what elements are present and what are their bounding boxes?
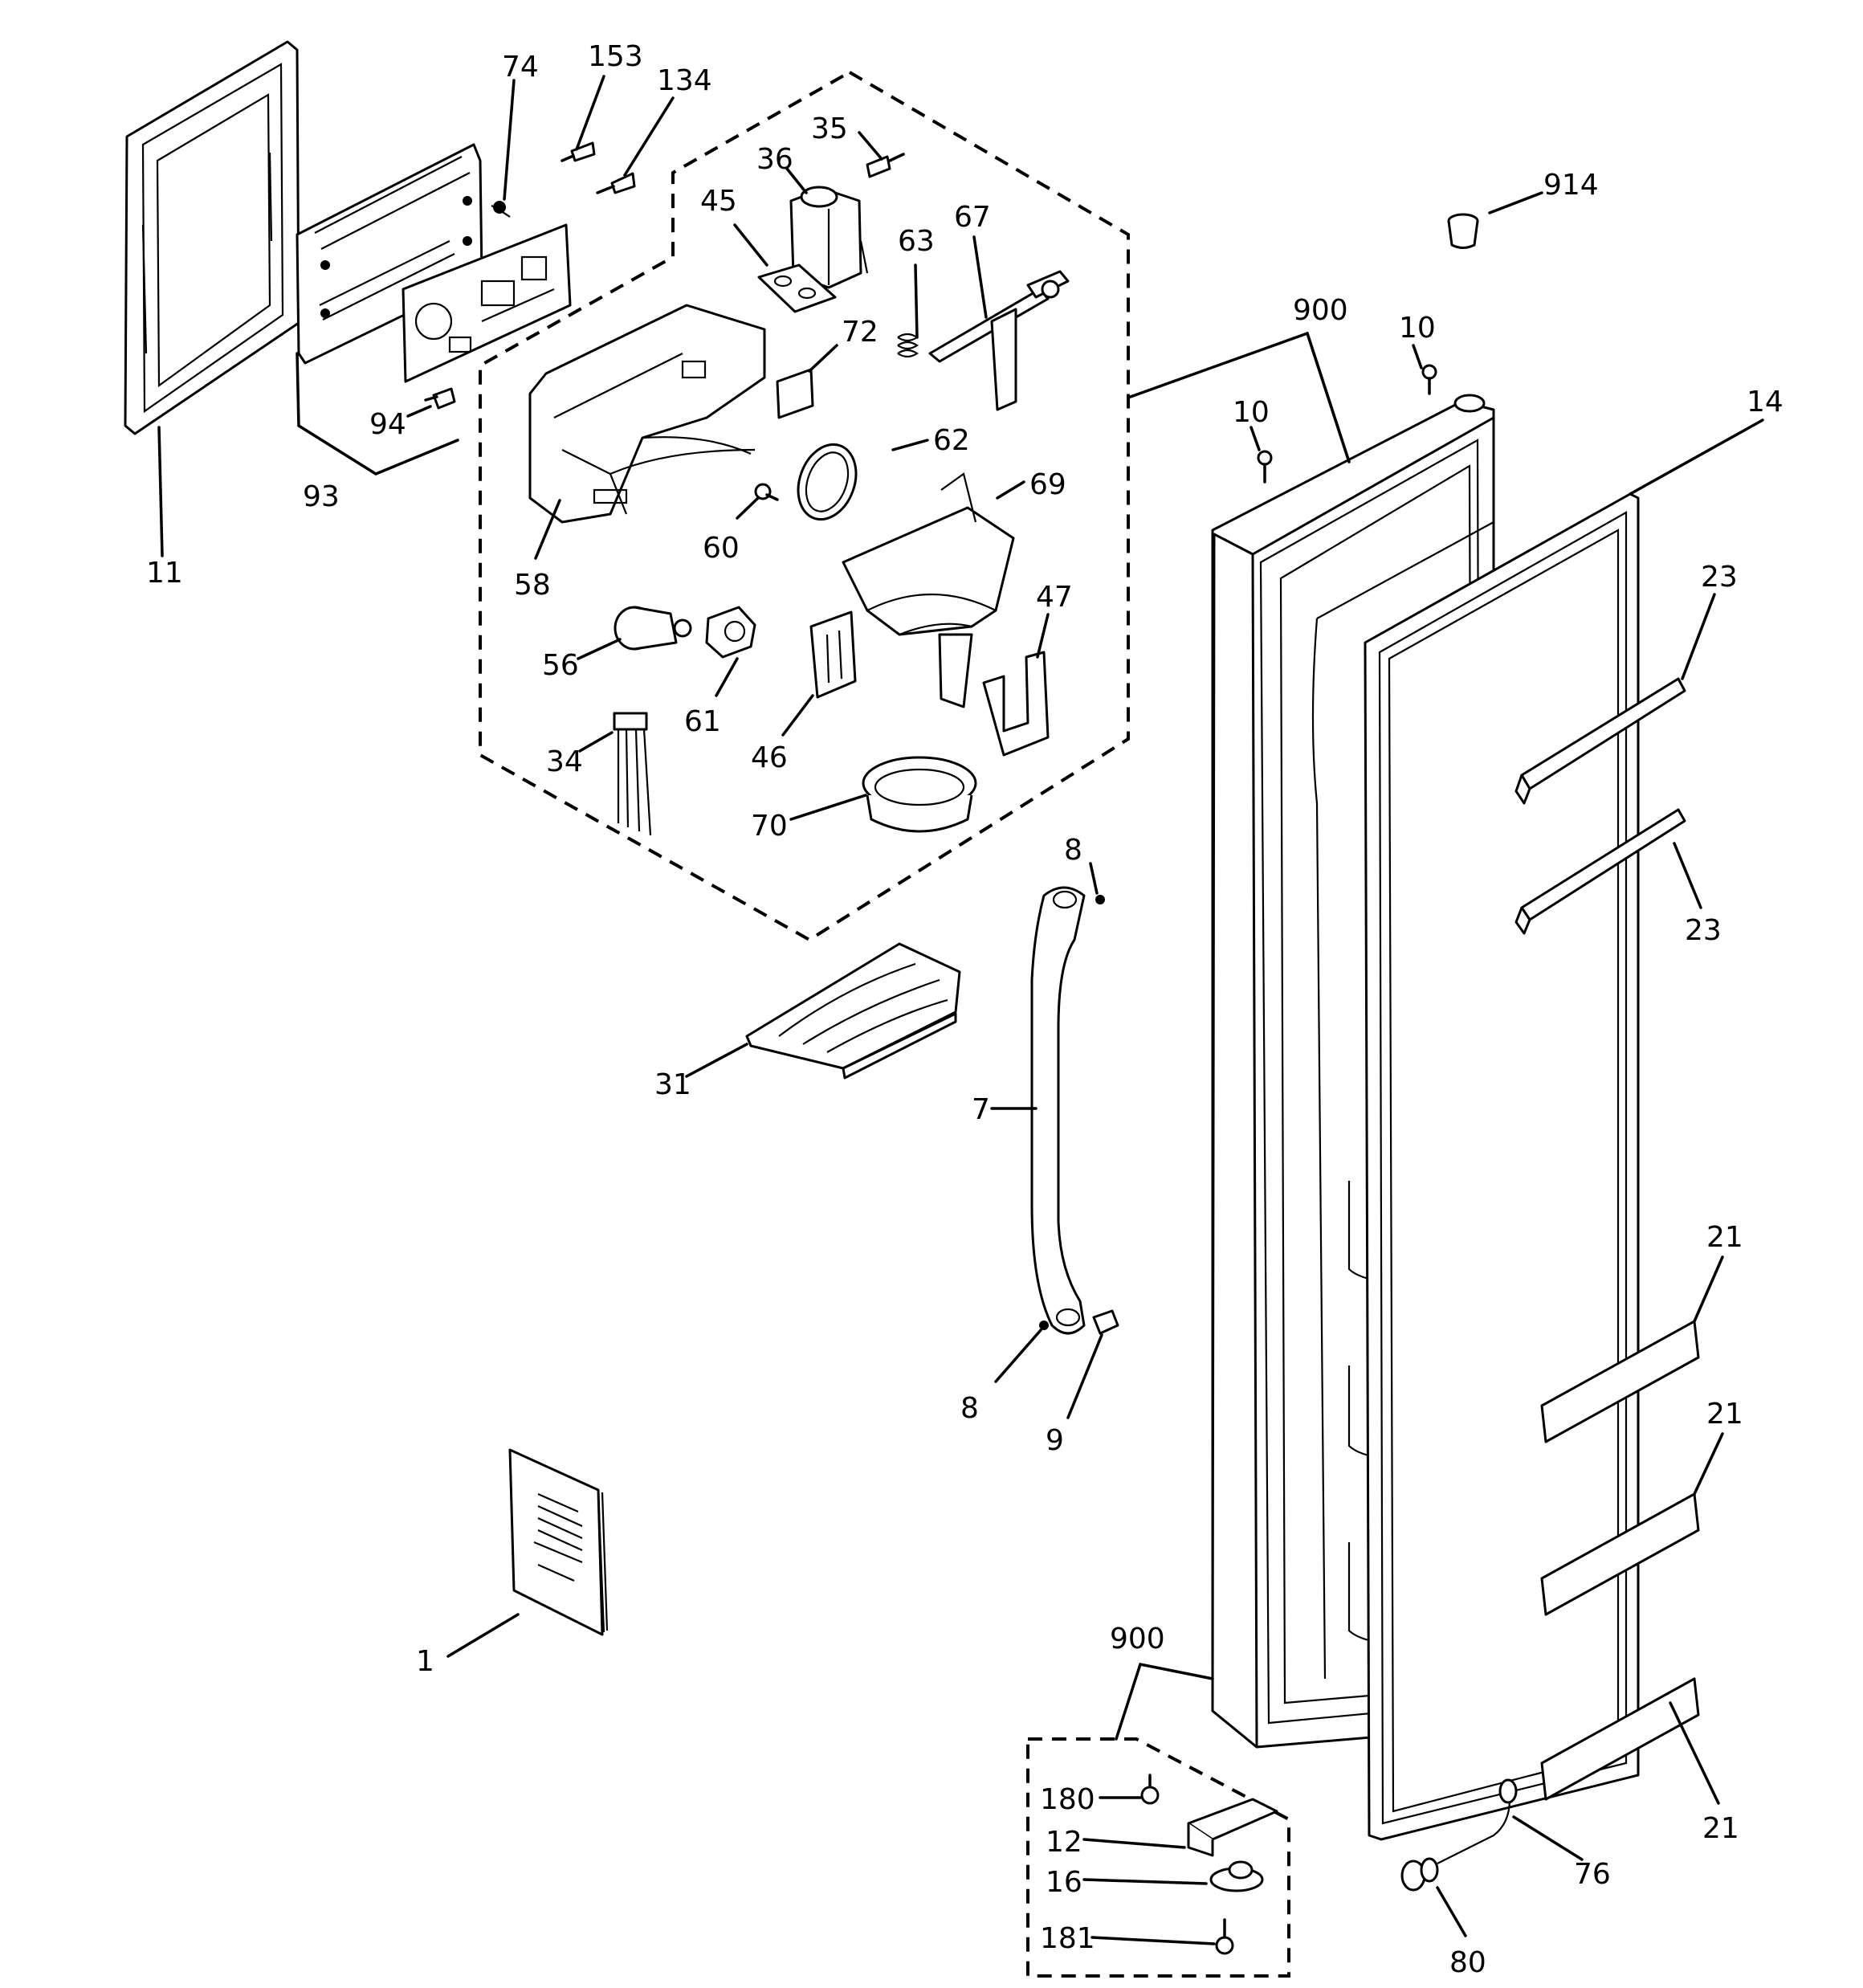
callout-36: 36 — [756, 143, 793, 176]
callout-60: 60 — [703, 532, 740, 565]
part-10-top-screw-left — [1257, 450, 1273, 484]
part-36-solenoid — [789, 186, 869, 289]
part-21-upper-bin-rail — [1540, 1320, 1700, 1443]
part-914-cap — [1447, 213, 1479, 249]
callout-180: 180 — [1040, 1783, 1095, 1816]
part-1-owner-manual — [508, 1448, 609, 1636]
callout-76: 76 — [1574, 1858, 1611, 1891]
part-94-screw — [424, 387, 456, 410]
callout-46: 46 — [751, 741, 788, 774]
callout-74: 74 — [502, 51, 539, 84]
callout-10-left: 10 — [1233, 396, 1270, 429]
callout-31: 31 — [654, 1068, 691, 1101]
callout-93: 93 — [303, 480, 340, 513]
part-61-coupler — [705, 606, 756, 659]
part-34-wire-harness — [613, 712, 652, 836]
part-70-bezel-ring — [862, 756, 977, 833]
part-62-ring-seal — [797, 443, 858, 521]
part-10-top-screw-right — [1421, 364, 1437, 395]
part-47-u-bracket — [982, 651, 1050, 757]
callout-63: 63 — [898, 225, 935, 258]
part-12-hinge-bracket — [1187, 1798, 1278, 1857]
leader-lines — [157, 75, 1764, 1945]
callout-1: 1 — [416, 1645, 434, 1678]
part-16-hinge-pin — [1209, 1860, 1264, 1892]
part-46-door-flap — [809, 610, 857, 699]
callout-900-door: 900 — [1293, 294, 1348, 327]
part-23-upper-shelf-rail — [1514, 677, 1686, 805]
callout-10-right: 10 — [1399, 312, 1436, 345]
callout-80: 80 — [1449, 1946, 1486, 1979]
callout-72: 72 — [842, 316, 879, 349]
part-8-top-screw — [1095, 895, 1105, 904]
callout-69: 69 — [1029, 468, 1066, 501]
part-76-water-tube — [1437, 1778, 1518, 1864]
callout-9: 9 — [1046, 1424, 1064, 1457]
part-21-middle-bin-rail — [1540, 1492, 1700, 1616]
callout-12: 12 — [1046, 1826, 1082, 1859]
callout-134: 134 — [657, 64, 712, 97]
part-153-screw — [561, 141, 596, 162]
part-21-lower-bin-rail — [1540, 1677, 1700, 1801]
callout-34: 34 — [546, 745, 583, 778]
callout-47: 47 — [1036, 581, 1073, 614]
callout-21-upper: 21 — [1706, 1221, 1743, 1254]
callout-16: 16 — [1046, 1866, 1082, 1899]
part-7-door-handle — [1030, 886, 1086, 1335]
part-58-motor-housing — [528, 304, 766, 524]
part-74-wire-connector — [493, 201, 506, 214]
callout-914: 914 — [1543, 169, 1599, 202]
callout-153: 153 — [588, 40, 643, 73]
part-180-screw — [1140, 1774, 1160, 1805]
callout-7: 7 — [972, 1093, 990, 1126]
callout-67: 67 — [954, 201, 991, 234]
callout-45: 45 — [700, 185, 737, 218]
part-8-bottom-screw — [1039, 1321, 1049, 1330]
part-35-screw — [866, 153, 905, 178]
part-181-screw — [1215, 1918, 1234, 1955]
part-60-screw — [754, 483, 779, 501]
callout-181: 181 — [1040, 1922, 1095, 1955]
callout-94: 94 — [369, 408, 406, 441]
callout-8-top: 8 — [1064, 834, 1082, 867]
callout-21-middle: 21 — [1706, 1398, 1743, 1431]
callout-11: 11 — [146, 557, 183, 590]
callout-labels: 11 93 74 153 134 94 35 36 45 63 67 72 62… — [146, 40, 1784, 1979]
dispenser-components-region — [479, 70, 1130, 942]
callout-62: 62 — [933, 424, 970, 457]
callout-56: 56 — [542, 649, 579, 682]
callout-21-lower: 21 — [1702, 1812, 1739, 1845]
callout-900-hinge: 900 — [1110, 1623, 1165, 1655]
part-69-ice-funnel — [842, 472, 1015, 708]
callout-61: 61 — [684, 705, 721, 738]
part-63-spring — [897, 333, 919, 358]
part-67-lever-arm — [928, 270, 1070, 411]
part-23-lower-shelf-rail — [1514, 808, 1686, 935]
part-72-microswitch — [776, 368, 814, 419]
part-80-fitting — [1400, 1857, 1439, 1892]
callout-58: 58 — [514, 569, 551, 602]
part-11-dispenser-frame — [124, 40, 300, 435]
part-134-screw — [596, 172, 636, 194]
part-93-control-assembly — [296, 143, 572, 383]
part-9-stud — [1092, 1309, 1119, 1335]
callout-14: 14 — [1747, 386, 1784, 418]
callout-23-upper: 23 — [1701, 561, 1738, 594]
part-14-door-gasket — [1364, 492, 1640, 1841]
part-56-auger-motor — [614, 606, 692, 651]
callout-23-lower: 23 — [1685, 914, 1722, 947]
callout-70: 70 — [751, 810, 788, 843]
callout-35: 35 — [811, 112, 848, 145]
part-31-drip-tray — [745, 942, 961, 1080]
callout-8-bottom: 8 — [960, 1392, 979, 1425]
